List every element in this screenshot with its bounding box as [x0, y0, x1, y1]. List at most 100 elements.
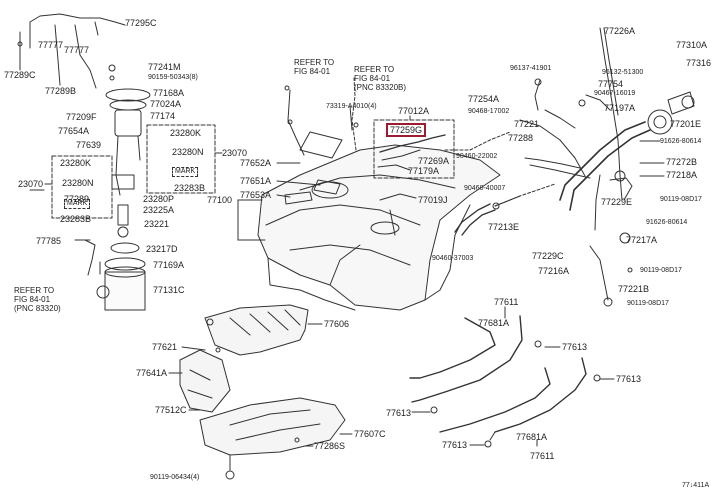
label-77754: 77754 — [598, 79, 624, 89]
filler-pipe-assembly — [519, 27, 695, 307]
label-77606: 77606 — [324, 319, 350, 329]
label-77012a: 77012A — [398, 106, 430, 116]
label-77681a-b: 77681A — [516, 432, 548, 442]
label-77131c: 77131C — [153, 285, 185, 295]
label-refer1-l1: REFER TO — [294, 58, 335, 67]
label-77512c: 77512C — [155, 405, 187, 415]
label-23221: 23221 — [144, 219, 170, 229]
label-77019j: 77019J — [418, 195, 448, 205]
label-77213e: 77213E — [488, 222, 520, 232]
label-90119-08d17-c: 90119-08D17 — [627, 300, 669, 307]
label-77221: 77221 — [514, 119, 540, 129]
fuel-tank — [257, 77, 501, 311]
label-77221b: 77221B — [618, 284, 650, 294]
label-77654a: 77654A — [58, 126, 90, 136]
label-77100: 77100 — [207, 195, 233, 205]
label-77607c: 77607C — [354, 429, 386, 439]
label-90119-08d17-b: 90119-08D17 — [640, 267, 682, 274]
label-77288: 77288 — [508, 133, 534, 143]
label-23217d: 23217D — [146, 244, 178, 254]
label-77611-a: 77611 — [494, 297, 519, 307]
label-77777-b: 77777 — [64, 45, 90, 55]
label-77613-c: 77613 — [386, 408, 412, 418]
label-77611-b: 77611 — [530, 451, 555, 461]
label-23283b-b: 23283B — [60, 214, 92, 224]
label-refer2-l1: REFER TO — [354, 65, 395, 74]
label-23280n-a: 23280N — [172, 147, 204, 157]
label-90460-37003: 90460-37003 — [432, 255, 474, 262]
heat-shield — [179, 304, 346, 480]
label-77254a: 77254A — [468, 94, 500, 104]
label-mark-b: MARK — [64, 199, 91, 209]
label-refer3-l3: (PNC 83320) — [14, 304, 61, 313]
label-23280k-a: 23280K — [170, 128, 202, 138]
label-77226a: 77226A — [604, 26, 636, 36]
label-23280n-b: 23280N — [62, 178, 94, 188]
label-90460-22002: 90460-22002 — [456, 153, 498, 160]
label-91626-80614-a: 91626-80614 — [660, 138, 702, 145]
label-77286s: 77286S — [314, 441, 346, 451]
label-90467-16019: 90467-16019 — [594, 90, 636, 97]
label-77651a: 77651A — [240, 176, 272, 186]
label-77295c: 77295C — [125, 18, 157, 28]
label-73319-a4010: 73319-A4010(4) — [326, 103, 377, 110]
label-77229e: 77229E — [601, 197, 633, 207]
label-77613-a: 77613 — [562, 342, 588, 352]
label-77653a: 77653A — [240, 190, 272, 200]
label-77613-b: 77613 — [616, 374, 642, 384]
label-77217a: 77217A — [626, 235, 658, 245]
label-77201e: 77201E — [670, 119, 702, 129]
label-77777-a: 77777 — [38, 40, 64, 50]
label-90468-17002: 90468-17002 — [468, 108, 510, 115]
label-77621: 77621 — [152, 342, 178, 352]
label-77652a: 77652A — [240, 158, 272, 168]
label-77241m: 77241M — [148, 62, 181, 72]
label-77169a: 77169A — [153, 260, 185, 270]
label-77174: 77174 — [150, 111, 176, 121]
label-77179a: 77179A — [408, 166, 440, 176]
label-mark-a: MARK — [172, 167, 199, 177]
label-77259g: 77259G — [386, 123, 427, 137]
label-77289c: 77289C — [4, 70, 36, 80]
label-96137-41901: 96137-41901 — [510, 65, 552, 72]
fuel-pump-assembly — [17, 13, 151, 311]
label-77229c: 77229C — [532, 251, 564, 261]
label-23283b-a: 23283B — [174, 183, 206, 193]
label-refer2-l3: (PNC 83320B) — [354, 83, 407, 92]
label-77310a: 77310A — [676, 40, 708, 50]
label-77216a: 77216A — [538, 266, 570, 276]
label-23280p: 23280P — [143, 194, 175, 204]
label-77639: 77639 — [76, 140, 102, 150]
label-77168a: 77168A — [153, 88, 185, 98]
label-23225a: 23225A — [143, 205, 175, 215]
label-refer2-l2: FIG 84-01 — [354, 74, 391, 83]
label-77785: 77785 — [36, 236, 62, 246]
label-90159-50343: 90159-50343(8) — [148, 74, 198, 81]
label-91626-80614-b: 91626-80614 — [646, 219, 688, 226]
label-77218a: 77218A — [666, 170, 698, 180]
label-77209f: 77209F — [66, 112, 97, 122]
label-23280k-b: 23280K — [60, 158, 92, 168]
label-77681a-a: 77681A — [478, 318, 510, 328]
label-77269a: 77269A — [418, 156, 450, 166]
figure-code: 77↓411A — [682, 482, 710, 489]
label-77272b: 77272B — [666, 157, 698, 167]
label-77024a: 77024A — [150, 99, 182, 109]
label-23070-a: 23070 — [222, 148, 248, 158]
tank-straps — [409, 315, 601, 448]
label-90119-08d17-a: 90119-08D17 — [660, 196, 702, 203]
label-77613-d: 77613 — [442, 440, 468, 450]
label-90119-06434: 90119-06434(4) — [150, 474, 200, 481]
label-23070-b: 23070 — [18, 179, 44, 189]
label-77197a: 77197A — [604, 103, 636, 113]
label-refer1-l2: FIG 84-01 — [294, 67, 331, 76]
label-77316: 77316 — [686, 58, 712, 68]
label-90460-40007: 90460-40007 — [464, 185, 506, 192]
label-refer3-l1: REFER TO — [14, 286, 55, 295]
label-refer3-l2: FIG 84-01 — [14, 295, 51, 304]
label-77641a: 77641A — [136, 368, 168, 378]
label-77289b: 77289B — [45, 86, 77, 96]
label-96132-51300: 96132-51300 — [602, 69, 644, 76]
